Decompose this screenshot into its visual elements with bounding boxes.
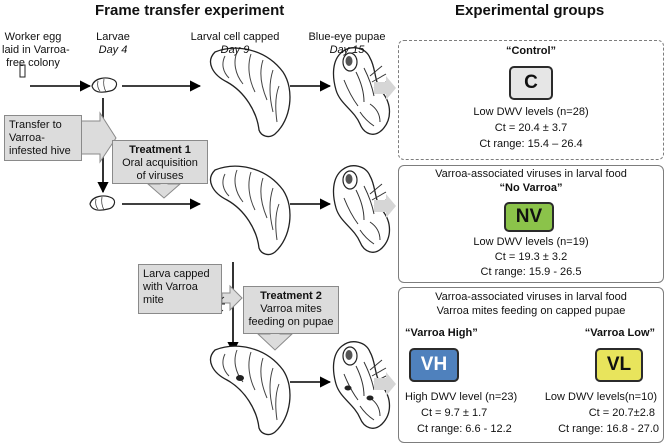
arrow-to-no-varroa-group	[374, 194, 396, 218]
pupae-text: Blue-eye pupae	[308, 31, 386, 43]
egg-line-1: Worker egg	[4, 31, 62, 43]
control-badge: C	[509, 66, 553, 100]
no-varroa-levels: Low DWV levels (n=19)	[473, 236, 589, 248]
varroa-low-levels: Low DWV levels(n=10)	[544, 391, 657, 403]
varroa-group-box: Varroa-associated viruses in larval food…	[398, 287, 664, 443]
treatment1-title: Treatment 1	[129, 144, 191, 156]
transfer-callout: Transfer to Varroa- infested hive	[4, 115, 82, 161]
larva-capped-pointer	[221, 284, 243, 312]
no-varroa-group-box: Varroa-associated viruses in larval food…	[398, 165, 664, 283]
no-varroa-header: Varroa-associated viruses in larval food	[435, 168, 627, 180]
control-ct-range: Ct range: 15.4 – 26.4	[479, 138, 583, 150]
transfer-line-3: infested hive	[9, 145, 71, 157]
transfer-line-1: Transfer to	[9, 119, 62, 131]
no-varroa-group-name: “No Varroa”	[499, 182, 563, 194]
larva-capped-line-2: with Varroa	[143, 281, 198, 293]
treatment1-line-1: Oral acquisition	[122, 157, 198, 169]
egg-line-3: free colony	[6, 57, 60, 69]
stage-egg-label: Worker egg laid in Varroa- free colony	[2, 31, 70, 70]
treatment2-callout: Treatment 2 Varroa mites feeding on pupa…	[243, 286, 339, 334]
larva-capped-callout: Larva capped with Varroa mite	[138, 264, 222, 314]
larvae-day: Day 4	[98, 44, 128, 56]
right-title: Experimental groups	[455, 2, 605, 19]
treatment1-line-2: of viruses	[136, 170, 184, 182]
varroa-low-ct-range: Ct range: 16.8 - 27.0	[558, 423, 659, 435]
transfer-line-2: Varroa-	[9, 132, 45, 144]
pupa-with-mites	[332, 341, 391, 429]
larva-with-mite	[209, 345, 291, 436]
varroa-header-2: Varroa mites feeding on capped pupae	[436, 305, 626, 317]
larvae-text: Larvae	[96, 31, 130, 43]
arrow-to-control-group	[374, 76, 396, 100]
transfer-pointer	[79, 111, 117, 164]
varroa-high-ct-range: Ct range: 6.6 - 12.2	[417, 423, 512, 435]
no-varroa-badge: NV	[504, 202, 554, 232]
varroa-header-1: Varroa-associated viruses in larval food	[435, 291, 627, 303]
no-varroa-ct: Ct = 19.3 ± 3.2	[494, 251, 568, 263]
larva-capped-line-3: mite	[143, 294, 164, 306]
egg-line-2: laid in Varroa-	[2, 44, 70, 56]
capped-day: Day 9	[220, 44, 250, 56]
varroa-low-name: “Varroa Low”	[584, 327, 655, 339]
varroa-low-ct: Ct = 20.7±2.8	[588, 407, 655, 419]
varroa-high-levels: High DWV level (n=23)	[405, 391, 518, 403]
treatment2-title: Treatment 2	[260, 290, 322, 302]
control-ct: Ct = 20.4 ± 3.7	[494, 122, 568, 134]
larva-capped-line-1: Larva capped	[143, 268, 210, 280]
stage-pupae-label: Blue-eye pupae Day 15	[302, 31, 392, 57]
capped-text: Larval cell capped	[190, 31, 280, 43]
treatment2-line-1: Varroa mites	[260, 303, 322, 315]
treatment1-callout: Treatment 1 Oral acquisition of viruses	[112, 140, 208, 184]
varroa-high-name: “Varroa High”	[405, 327, 478, 339]
varroa-low-badge: VL	[595, 348, 643, 382]
control-group-name: “Control”	[505, 45, 557, 57]
varroa-high-badge: VH	[409, 348, 459, 382]
no-varroa-ct-range: Ct range: 15.9 - 26.5	[480, 266, 582, 278]
stage-capped-label: Larval cell capped Day 9	[180, 31, 290, 57]
varroa-high-ct: Ct = 9.7 ± 1.7	[421, 407, 488, 419]
pupae-day: Day 15	[329, 44, 365, 56]
left-title: Frame transfer experiment	[95, 2, 285, 19]
arrow-to-varroa-group	[374, 372, 396, 396]
control-levels: Low DWV levels (n=28)	[473, 106, 589, 118]
control-group-box: “Control” C Low DWV levels (n=28) Ct = 2…	[398, 40, 664, 160]
treatment2-line-2: feeding on pupae	[248, 316, 334, 328]
stage-larvae-label: Larvae Day 4	[88, 31, 138, 57]
